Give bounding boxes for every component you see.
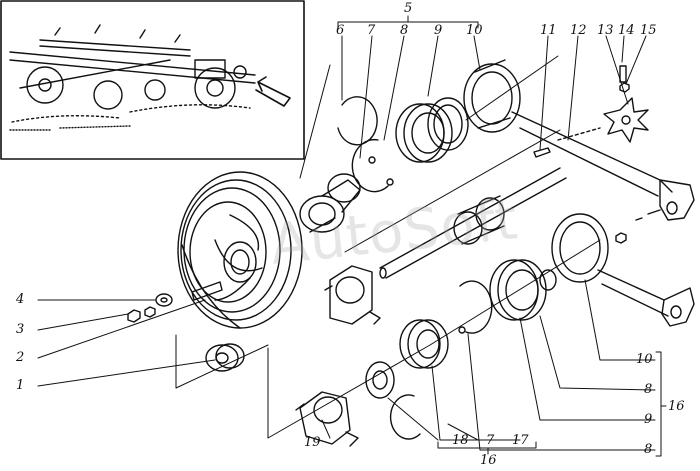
small-bearing <box>205 343 245 372</box>
callout-17: 17 <box>512 433 529 448</box>
callout-16-bottom: 16 <box>480 453 497 468</box>
callout-right-16: 16 <box>668 399 685 414</box>
callout-13: 13 <box>597 23 614 38</box>
upper-bearing <box>395 97 469 163</box>
callout-8: 8 <box>400 23 409 38</box>
callout-4: 4 <box>16 292 25 307</box>
callout-6: 6 <box>336 23 345 38</box>
lower-bearings <box>365 259 557 440</box>
callout-right-8a: 8 <box>644 382 653 397</box>
callout-14: 14 <box>618 23 635 38</box>
main-shaft <box>379 167 567 279</box>
callout-5: 5 <box>404 1 413 16</box>
callout-2: 2 <box>16 350 25 365</box>
callout-7: 7 <box>367 23 376 38</box>
callout-15: 15 <box>640 23 657 38</box>
pulley <box>177 171 303 329</box>
upper-housing <box>299 173 361 233</box>
keys-and-pins <box>533 127 601 158</box>
circlips-upper <box>337 96 394 193</box>
callout-right-9: 9 <box>644 412 653 427</box>
callout-right-8b: 8 <box>644 442 653 457</box>
callout-7-bottom: 7 <box>486 433 495 448</box>
inset-vehicle-view <box>0 0 305 160</box>
callout-11: 11 <box>540 23 557 38</box>
callout-12: 12 <box>570 23 587 38</box>
washer-and-nut <box>127 281 223 323</box>
callout-3: 3 <box>16 322 25 337</box>
callout-10: 10 <box>466 23 483 38</box>
callout-9: 9 <box>434 23 443 38</box>
guide-lines <box>175 55 601 439</box>
callout-18: 18 <box>452 433 469 448</box>
pointer-arrow <box>255 76 291 107</box>
bearing-housing-lower <box>295 391 359 447</box>
callout-brackets <box>337 15 667 457</box>
bearing-housing-upper <box>324 265 381 325</box>
callout-1: 1 <box>16 378 25 393</box>
drive-arm-lower <box>551 209 695 327</box>
callout-right-10: 10 <box>636 352 653 367</box>
callout-19: 19 <box>304 435 321 450</box>
leader-lines <box>37 35 656 451</box>
impeller-and-fasteners <box>603 65 649 143</box>
